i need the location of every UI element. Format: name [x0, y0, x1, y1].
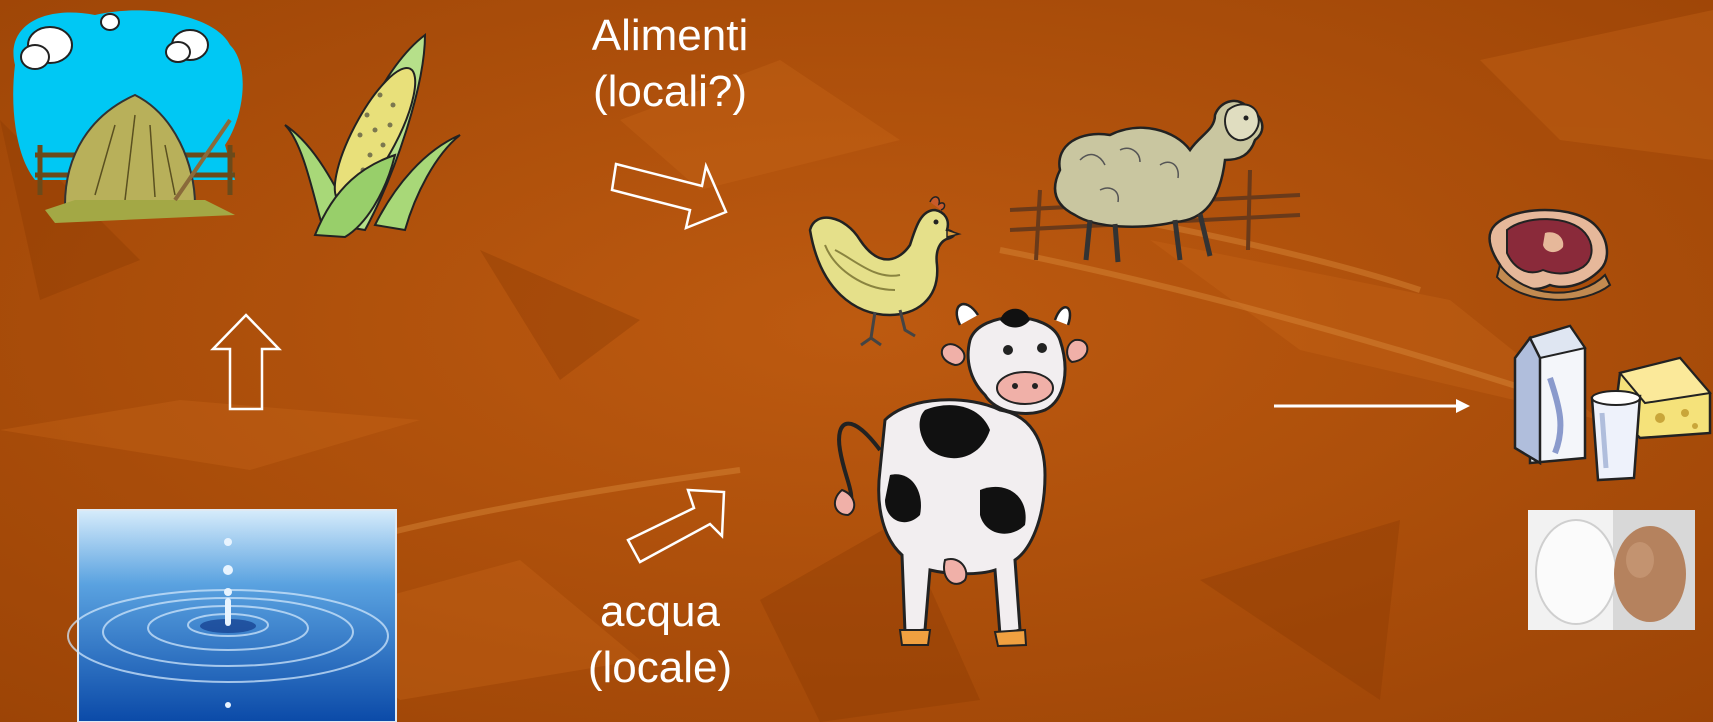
milk-cheese-clipart: [1510, 318, 1713, 493]
up-arrow-icon: [210, 312, 282, 412]
feed-label-line1: Alimenti: [560, 8, 780, 64]
water-label: acqua (locale): [550, 584, 770, 696]
feed-arrow-icon: [610, 158, 734, 238]
feed-label: Alimenti (locali?): [560, 8, 780, 120]
feed-label-line2: (locali?): [560, 64, 780, 120]
sheep-clipart: [1000, 90, 1305, 280]
meat-clipart: [1485, 205, 1620, 305]
water-label-line2: (locale): [550, 640, 770, 696]
haystack-clipart: [5, 5, 250, 230]
water-drop-photo: [78, 510, 396, 722]
cow-clipart: [830, 300, 1130, 670]
water-label-line1: acqua: [550, 584, 770, 640]
water-arrow-icon: [622, 482, 730, 568]
corn-clipart: [275, 25, 470, 240]
eggs-photo: [1528, 510, 1695, 630]
output-arrow-icon: [1272, 396, 1472, 416]
